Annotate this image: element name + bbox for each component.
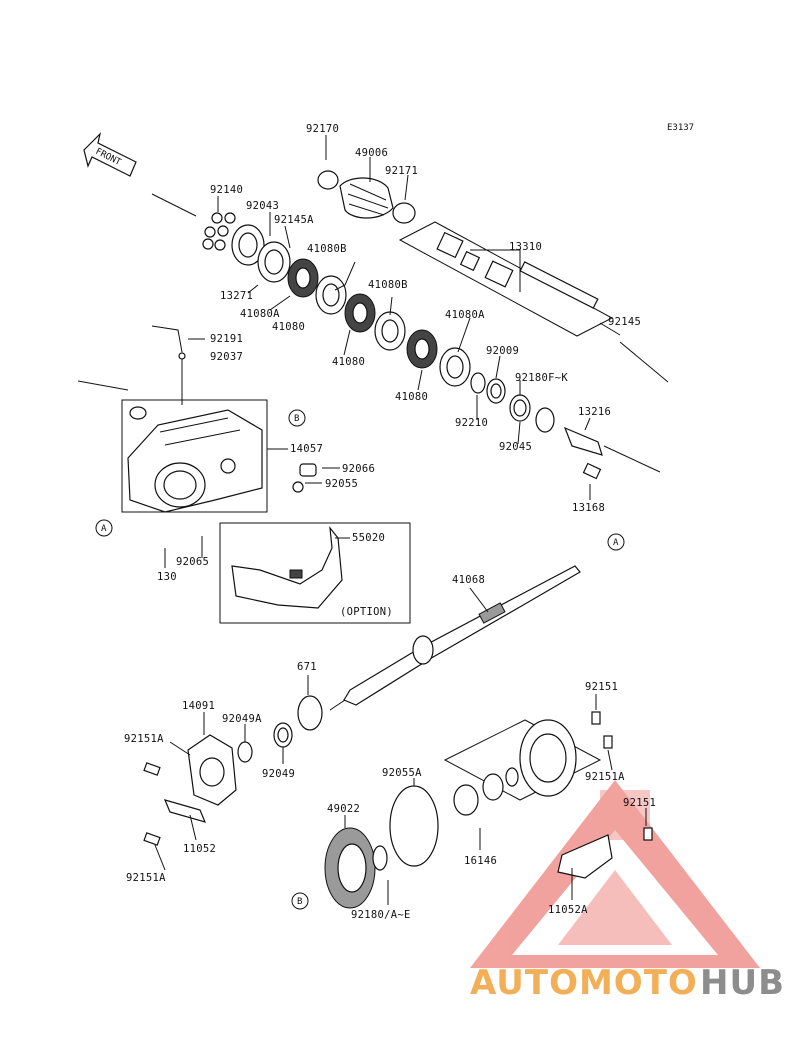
leader-lines — [151, 135, 647, 905]
svg-text:A: A — [101, 524, 107, 534]
label-92151A-3: 92151A — [126, 872, 166, 884]
label-13216: 13216 — [578, 406, 611, 418]
label-13310: 13310 — [509, 241, 542, 253]
cover-14091 — [143, 722, 293, 846]
label-92045: 92045 — [499, 441, 532, 453]
ring-gear-49022 — [324, 827, 388, 909]
label-13168: 13168 — [572, 502, 605, 514]
label-92210: 92210 — [455, 417, 488, 429]
front-arrow: FRONT — [83, 132, 137, 177]
svg-text:B: B — [297, 897, 302, 907]
label-41080-2: 41080 — [332, 356, 365, 368]
label-41080B-2: 41080B — [368, 279, 408, 291]
case-right — [443, 711, 653, 879]
shaft-13310 — [398, 221, 614, 337]
label-92151-1: 92151 — [585, 681, 618, 693]
label-92180AE: 92180/A~E — [351, 909, 411, 921]
label-11052A: 11052A — [548, 904, 588, 916]
label-92151-2: 92151 — [623, 797, 656, 809]
label-92055A: 92055A — [382, 767, 422, 779]
label-92049A: 92049A — [222, 713, 262, 725]
breather — [151, 325, 186, 405]
label-130: 130 — [157, 571, 177, 583]
label-92145: 92145 — [608, 316, 641, 328]
label-41080-1: 41080 — [272, 321, 305, 333]
label-92191: 92191 — [210, 333, 243, 345]
bearings-right — [470, 341, 669, 480]
svg-text:A: A — [613, 538, 619, 548]
watermark-part2: HUB — [700, 963, 785, 1003]
label-92049: 92049 — [262, 768, 295, 780]
label-92145A: 92145A — [274, 214, 314, 226]
oring-671 — [297, 695, 323, 731]
label-11052: 11052 — [183, 843, 216, 855]
option-label: (OPTION) — [340, 606, 393, 618]
label-92151A-2: 92151A — [585, 771, 625, 783]
label-671: 671 — [297, 661, 317, 673]
watermark-logo — [470, 780, 760, 968]
ref-B-2: B — [291, 892, 309, 910]
label-92170: 92170 — [306, 123, 339, 135]
oring-92055A — [389, 785, 439, 867]
housing-14057 — [77, 380, 268, 513]
label-41068: 41068 — [452, 574, 485, 586]
label-13271: 13271 — [220, 290, 253, 302]
label-92140: 92140 — [210, 184, 243, 196]
watermark-part1: AUTOMOTO — [470, 963, 698, 1003]
ref-A-2: A — [607, 533, 625, 551]
label-14057: 14057 — [290, 443, 323, 455]
plug-92066 — [292, 463, 317, 493]
svg-text:B: B — [294, 414, 299, 424]
label-92066: 92066 — [342, 463, 375, 475]
shaft-41068 — [329, 565, 581, 711]
label-92180FK: 92180F~K — [515, 372, 568, 384]
watermark-text: AUTOMOTO HUB — [470, 963, 785, 1003]
label-92009: 92009 — [486, 345, 519, 357]
clutch-plates — [202, 212, 471, 387]
label-41080B-1: 41080B — [307, 243, 347, 255]
label-92065: 92065 — [176, 556, 209, 568]
label-92043: 92043 — [246, 200, 279, 212]
label-14091: 14091 — [182, 700, 215, 712]
label-55020: 55020 — [352, 532, 385, 544]
label-92037: 92037 — [210, 351, 243, 363]
option-guard-box — [219, 522, 411, 624]
ref-A-1: A — [95, 519, 113, 537]
diagram-code: E3137 — [667, 123, 694, 133]
ref-B-1: B — [288, 409, 306, 427]
label-92055: 92055 — [325, 478, 358, 490]
label-92151A-1: 92151A — [124, 733, 164, 745]
label-41080A-1: 41080A — [240, 308, 280, 320]
boot-assembly — [317, 170, 416, 224]
label-41080-3: 41080 — [395, 391, 428, 403]
label-16146: 16146 — [464, 855, 497, 867]
label-92171: 92171 — [385, 165, 418, 177]
label-49006: 49006 — [355, 147, 388, 159]
label-49022: 49022 — [327, 803, 360, 815]
label-41080A-2: 41080A — [445, 309, 485, 321]
